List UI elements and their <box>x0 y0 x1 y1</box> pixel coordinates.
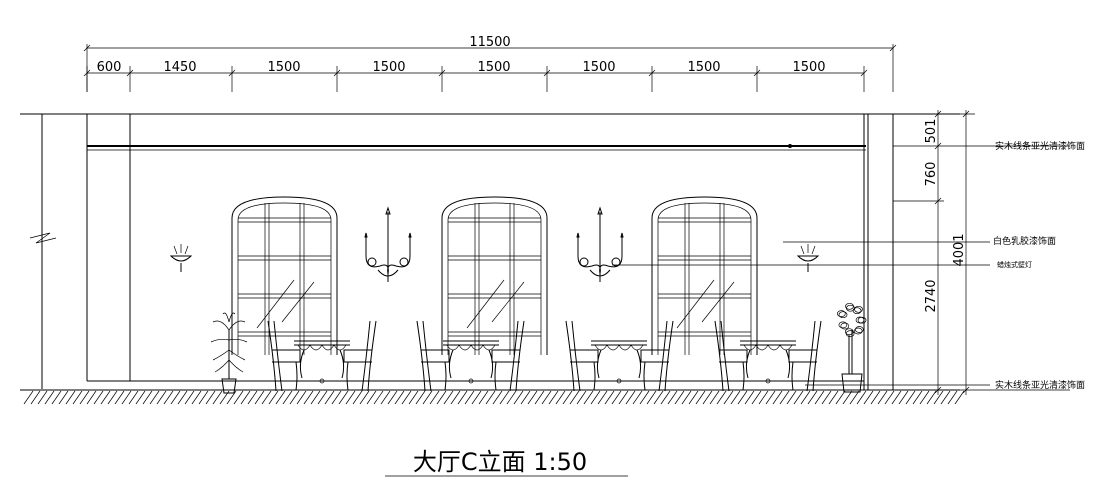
candle-sconce-2 <box>576 206 624 282</box>
arched-window-3 <box>651 196 758 355</box>
dim-seg-2: 1450 <box>163 60 196 75</box>
arched-window-1 <box>231 196 338 355</box>
dim-seg-3: 1500 <box>267 60 300 75</box>
potted-plant-left <box>210 312 248 394</box>
dim-total: 11500 <box>469 35 510 50</box>
note-cornice: 实木线条亚光清漆饰面 <box>995 140 1085 152</box>
annotations: 实木线条亚光清漆饰面 白色乳胶漆饰面 蜡烛式壁灯 实木线条亚光清漆饰面 <box>612 140 1085 391</box>
note-skirting: 实木线条亚光清漆饰面 <box>995 379 1085 391</box>
wall-frame <box>20 113 965 405</box>
drawing-title: 大厅C立面 1:50 <box>413 448 587 476</box>
bowl-wall-lamp-1 <box>169 244 193 272</box>
potted-plant-right <box>836 302 867 393</box>
dining-set-4 <box>714 320 822 392</box>
dining-set-2 <box>416 320 525 392</box>
dining-set-3 <box>565 320 674 392</box>
right-dimension-chain: 501 760 2740 4001 <box>893 110 1070 395</box>
dim-seg-7: 1500 <box>687 60 720 75</box>
dim-right-2: 760 <box>924 162 939 187</box>
dim-seg-1: 600 <box>97 60 122 75</box>
dim-right-1: 501 <box>924 119 939 144</box>
dim-right-3: 2740 <box>924 279 939 312</box>
note-sconce: 蜡烛式壁灯 <box>997 260 1032 269</box>
dim-right-total: 4001 <box>952 233 967 266</box>
candle-sconce-1 <box>364 206 412 282</box>
dim-seg-4: 1500 <box>372 60 405 75</box>
arched-window-2 <box>441 196 548 355</box>
dining-set-1 <box>267 320 377 392</box>
dim-seg-6: 1500 <box>582 60 615 75</box>
note-wall: 白色乳胶漆饰面 <box>993 235 1056 247</box>
bowl-wall-lamp-2 <box>796 244 820 272</box>
dim-seg-8: 1500 <box>792 60 825 75</box>
drawing-title-block: 大厅C立面 1:50 <box>385 448 628 477</box>
top-dimension-chain: 11500 600 1450 1500 1500 1500 1500 1500 … <box>83 35 897 92</box>
dim-seg-5: 1500 <box>477 60 510 75</box>
